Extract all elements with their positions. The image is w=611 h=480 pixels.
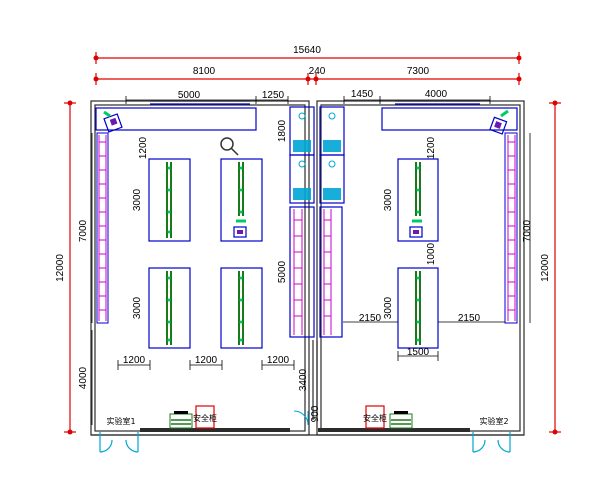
- safety-cabinet-label-1: 安全柜: [193, 413, 217, 423]
- dim-right-island-len-1: 3000: [383, 188, 394, 211]
- safety-cabinet-label-2: 安全柜: [363, 413, 387, 423]
- dim-left-height: 12000: [55, 254, 66, 282]
- left-entrance-door-icon: [99, 432, 139, 453]
- dim-center-shelf: 5000: [277, 260, 288, 283]
- dim-left-shelf: 7000: [78, 219, 89, 242]
- dim-wall-gap: 240: [309, 66, 326, 77]
- right-shelf: [504, 132, 518, 324]
- left-bottom-spacing-lines: [117, 360, 295, 370]
- room-label-lab1: 实验室1: [106, 416, 135, 426]
- dim-right-side-2: 2150: [458, 313, 481, 324]
- left-island-reagent-racks: [166, 162, 244, 345]
- dim-right-room-width: 7300: [407, 66, 430, 77]
- left-shelf: [96, 132, 109, 324]
- right-reagent-bin: [389, 411, 413, 429]
- right-island-sink-icon: [409, 219, 423, 238]
- dim-left-spacing-3: 1200: [267, 355, 290, 366]
- left-island-sink-icon: [233, 219, 247, 238]
- safety-cabinet-left: [195, 405, 215, 429]
- dim-right-island-top: 1200: [426, 136, 437, 159]
- left-top-dims: [125, 96, 289, 104]
- dim-right-top-bench: 4000: [425, 89, 448, 100]
- dimension-ticks: [67, 55, 558, 435]
- eyewash-icon: [103, 110, 123, 133]
- dim-left-island-top: 1200: [138, 136, 149, 159]
- dim-left-room-width: 8100: [193, 66, 216, 77]
- right-entrance-door-icon: [472, 432, 511, 453]
- dim-left-top-window: 1250: [262, 90, 285, 101]
- dim-right-island-len-2: 3000: [383, 296, 394, 319]
- dim-left-bottom-gap: 4000: [78, 366, 89, 389]
- dim-left-island-len-1: 3000: [132, 188, 143, 211]
- left-top-bench: [95, 100, 257, 131]
- right-island-tables: [397, 158, 439, 349]
- dim-left-top-bench: 5000: [178, 90, 201, 101]
- dim-center-hood-1: 1800: [277, 119, 288, 142]
- dim-right-shelf: 7000: [522, 219, 533, 242]
- room-label-lab2: 实验室2: [479, 416, 508, 426]
- dim-door-width: 900: [310, 405, 321, 422]
- left-reagent-bin: [169, 411, 193, 429]
- left-island-tables: [148, 158, 263, 349]
- right-island-rack-dots: [416, 166, 420, 342]
- safety-cabinet-right: [365, 405, 385, 429]
- center-fume-hoods: [289, 106, 345, 204]
- dim-right-island-width: 1500: [407, 347, 430, 358]
- dim-center-gap: 3400: [298, 368, 309, 391]
- bottom-wall: [140, 428, 470, 432]
- dim-right-height: 12000: [540, 254, 551, 282]
- right-island-reagent-racks: [415, 162, 421, 345]
- magnifier-icon: [220, 137, 239, 156]
- dim-left-island-len-2: 3000: [132, 296, 143, 319]
- dim-left-spacing-1: 1200: [123, 355, 146, 366]
- center-door-icon: [293, 410, 309, 426]
- right-top-bench: [381, 100, 518, 131]
- center-shelves: [289, 206, 343, 338]
- dim-right-side-1: 2150: [359, 313, 382, 324]
- dim-total-width: 15640: [293, 45, 321, 56]
- dim-right-top-offset: 1450: [351, 89, 374, 100]
- left-island-rack-dots: [167, 166, 243, 342]
- dim-left-spacing-2: 1200: [195, 355, 218, 366]
- right-top-dims: [343, 96, 491, 104]
- dim-right-island-gap: 1000: [426, 242, 437, 265]
- right-side-dim-lines: [343, 321, 505, 361]
- right-eyewash-icon: [489, 109, 509, 135]
